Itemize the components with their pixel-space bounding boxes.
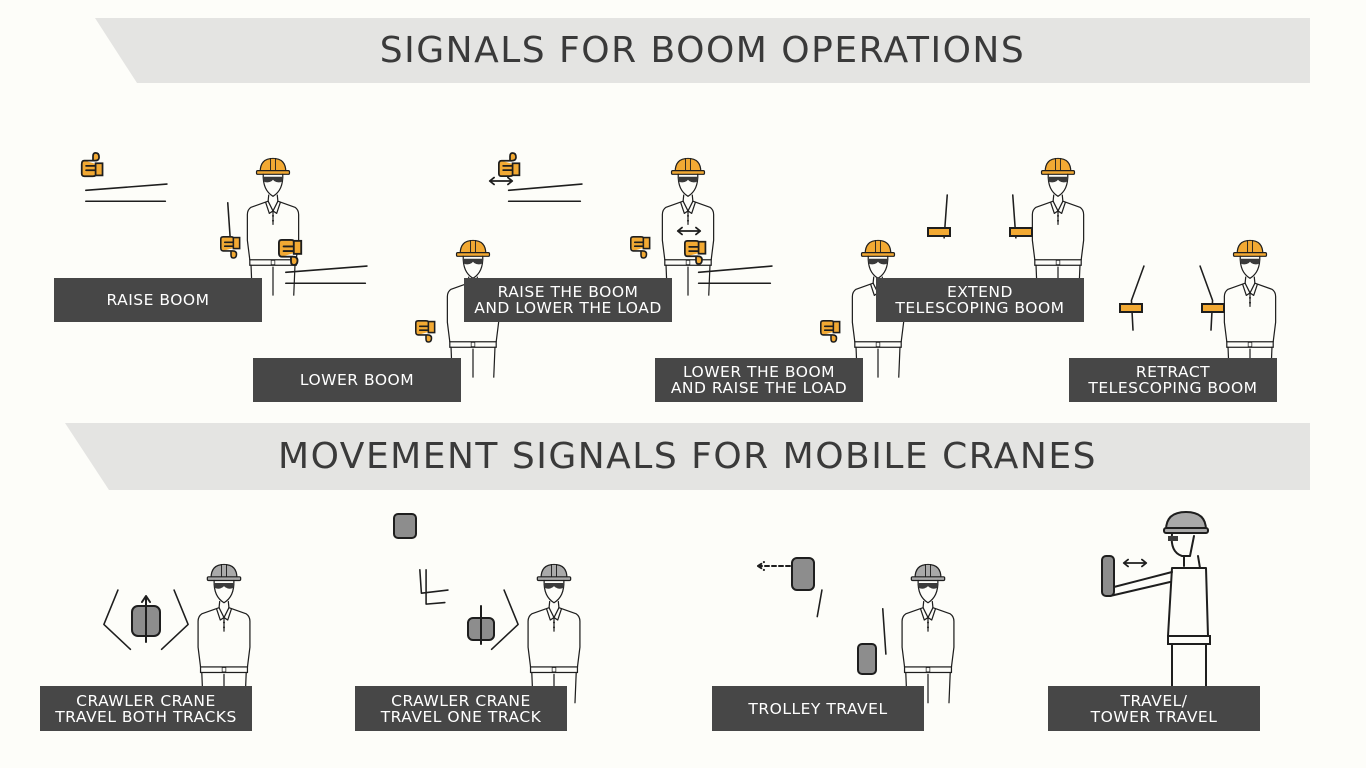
worker-extend-telescoping-figure [927, 157, 1085, 296]
section-title-movement: MOVEMENT SIGNALS FOR MOBILE CRANES [278, 436, 1097, 477]
section-banner-boom: SIGNALS FOR BOOM OPERATIONS [95, 18, 1310, 83]
label-crawler-travel-one-track: CRAWLER CRANE TRAVEL ONE TRACK [355, 686, 567, 731]
label-crawler-travel-both-tracks: CRAWLER CRANE TRAVEL BOTH TRACKS [40, 686, 252, 731]
thumb-in-right-icon [1201, 303, 1225, 313]
thumb-out-right-icon [1009, 227, 1033, 237]
thumb-down-hand-icon [277, 238, 303, 266]
glove-hand-icon [857, 643, 877, 675]
thumb-up-hand-icon [80, 151, 104, 178]
worker-tower-travel-figure [1101, 510, 1211, 687]
thumb-up-hand-icon [497, 152, 521, 178]
glove-hand-icon [414, 319, 436, 343]
thumb-down-hand-icon [683, 239, 707, 265]
open-palm-icon [1101, 555, 1115, 597]
label-travel-tower-travel: TRAVEL/ TOWER TRAVEL [1048, 686, 1260, 731]
raised-fist-icon [393, 513, 417, 539]
worker-trolley-travel-figure [757, 557, 955, 704]
label-raise-boom: RAISE BOOM [54, 278, 262, 322]
thumb-in-left-icon [1119, 303, 1143, 313]
label-lower-boom-raise-load: LOWER THE BOOM AND RAISE THE LOAD [655, 358, 863, 402]
glove-hand-icon [219, 235, 241, 259]
worker-raise-boom-figure [80, 151, 300, 296]
dashed-arrow-icon [757, 561, 791, 571]
glove-hand-icon [629, 235, 651, 259]
glove-hand-icon [819, 319, 841, 343]
side-view-worker [1109, 510, 1211, 687]
label-retract-telescoping-boom: RETRACT TELESCOPING BOOM [1069, 358, 1277, 402]
thumb-out-left-icon [927, 227, 951, 237]
worker-lower-boom-raise-load-figure [676, 226, 905, 378]
worker-lower-boom-figure [277, 238, 500, 378]
label-raise-boom-lower-load: RAISE THE BOOM AND LOWER THE LOAD [464, 278, 672, 322]
section-title-boom: SIGNALS FOR BOOM OPERATIONS [379, 30, 1026, 71]
double-arrow-icon [676, 226, 702, 236]
thumb-point-hand-icon [791, 557, 815, 591]
worker-raise-boom-lower-load-figure [488, 152, 715, 296]
label-trolley-travel: TROLLEY TRAVEL [712, 686, 924, 731]
label-lower-boom: LOWER BOOM [253, 358, 461, 402]
section-banner-movement: MOVEMENT SIGNALS FOR MOBILE CRANES [65, 423, 1310, 490]
double-arrow-icon [1122, 558, 1148, 568]
worker-retract-telescoping-figure [1119, 239, 1277, 378]
double-arrow-icon [488, 176, 514, 186]
label-extend-telescoping-boom: EXTEND TELESCOPING BOOM [876, 278, 1084, 322]
worker-crawler-one-track-figure [393, 513, 581, 704]
worker-crawler-both-tracks-figure [103, 563, 251, 704]
